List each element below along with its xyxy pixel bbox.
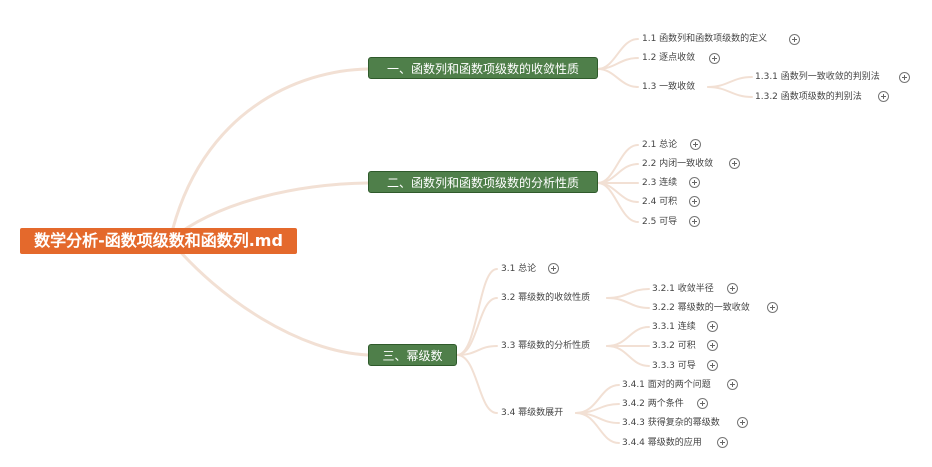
expand-plus-icon[interactable] — [689, 177, 700, 188]
expand-plus-icon[interactable] — [689, 196, 700, 207]
topic-3-3[interactable]: 3.3 幂级数的分析性质 — [501, 341, 591, 351]
topic-3-4[interactable]: 3.4 幂级数展开 — [501, 408, 564, 418]
connector-b33-3 — [606, 345, 650, 367]
expand-plus-icon[interactable] — [717, 437, 728, 448]
topic-3-3-1[interactable]: 3.3.1 连续 — [652, 322, 696, 332]
connector-root-b2 — [168, 181, 370, 242]
topic-2-3[interactable]: 2.3 连续 — [642, 178, 678, 188]
topic-3-4-4[interactable]: 3.4.4 幂级数的应用 — [622, 438, 702, 448]
expand-plus-icon[interactable] — [767, 302, 778, 313]
topic-2-5[interactable]: 2.5 可导 — [642, 217, 678, 227]
expand-plus-icon[interactable] — [690, 139, 701, 150]
connector-b34-4 — [575, 412, 620, 444]
topic-1-1[interactable]: 1.1 函数列和函数项级数的定义 — [642, 34, 768, 44]
expand-plus-icon[interactable] — [789, 34, 800, 45]
connector-b3-2 — [456, 297, 498, 356]
branch-topic-power-series[interactable]: 三、幂级数 — [368, 344, 457, 366]
expand-plus-icon[interactable] — [737, 417, 748, 428]
connector-b13-1 — [707, 76, 753, 88]
topic-1-3-2[interactable]: 1.3.2 函数项级数的判别法 — [755, 92, 862, 102]
connector-b3-3 — [456, 345, 498, 356]
topic-2-2[interactable]: 2.2 内闭一致收敛 — [642, 159, 714, 169]
expand-plus-icon[interactable] — [727, 283, 738, 294]
expand-plus-icon[interactable] — [707, 321, 718, 332]
topic-3-4-3[interactable]: 3.4.3 获得复杂的幂级数 — [622, 418, 720, 428]
connector-b33-1 — [606, 326, 650, 347]
topic-2-4[interactable]: 2.4 可积 — [642, 197, 678, 207]
topic-2-1[interactable]: 2.1 总论 — [642, 140, 678, 150]
expand-plus-icon[interactable] — [548, 263, 559, 274]
root-topic[interactable]: 数学分析-函数项级数和函数列.md — [20, 228, 297, 254]
connector-root-b3 — [168, 238, 370, 357]
connector-b1-1 — [597, 38, 639, 70]
branch-topic-analytic-properties[interactable]: 二、函数列和函数项级数的分析性质 — [368, 171, 598, 193]
topic-3-2-1[interactable]: 3.2.1 收敛半径 — [652, 284, 714, 294]
connector-b2-5 — [597, 182, 639, 223]
topic-3-3-3[interactable]: 3.3.3 可导 — [652, 361, 696, 371]
connector-b13-2 — [707, 86, 753, 98]
expand-plus-icon[interactable] — [707, 360, 718, 371]
topic-3-2[interactable]: 3.2 幂级数的收敛性质 — [501, 293, 591, 303]
expand-plus-icon[interactable] — [878, 91, 889, 102]
expand-plus-icon[interactable] — [707, 340, 718, 351]
expand-plus-icon[interactable] — [697, 398, 708, 409]
topic-3-1[interactable]: 3.1 总论 — [501, 264, 537, 274]
connector-b3-1 — [456, 268, 498, 356]
connector-b32-1 — [606, 288, 650, 299]
expand-plus-icon[interactable] — [727, 379, 738, 390]
topic-3-2-2[interactable]: 3.2.2 幂级数的一致收敛 — [652, 303, 750, 313]
topic-3-4-2[interactable]: 3.4.2 两个条件 — [622, 399, 684, 409]
topic-1-2[interactable]: 1.2 逐点收敛 — [642, 53, 696, 63]
topic-3-3-2[interactable]: 3.3.2 可积 — [652, 341, 696, 351]
topic-1-3-1[interactable]: 1.3.1 函数列一致收敛的判别法 — [755, 72, 880, 82]
expand-plus-icon[interactable] — [709, 53, 720, 64]
connector-root-b1 — [168, 67, 370, 242]
branch-topic-convergence[interactable]: 一、函数列和函数项级数的收敛性质 — [368, 57, 598, 79]
expand-plus-icon[interactable] — [899, 72, 910, 83]
topic-1-3[interactable]: 1.3 一致收敛 — [642, 82, 696, 92]
connector-b34-2 — [575, 403, 620, 414]
connector-b1-3 — [597, 68, 639, 88]
expand-plus-icon[interactable] — [729, 158, 740, 169]
connector-b32-2 — [606, 297, 650, 309]
topic-3-4-1[interactable]: 3.4.1 面对的两个问题 — [622, 380, 711, 390]
connector-b3-4 — [456, 354, 498, 414]
expand-plus-icon[interactable] — [689, 216, 700, 227]
